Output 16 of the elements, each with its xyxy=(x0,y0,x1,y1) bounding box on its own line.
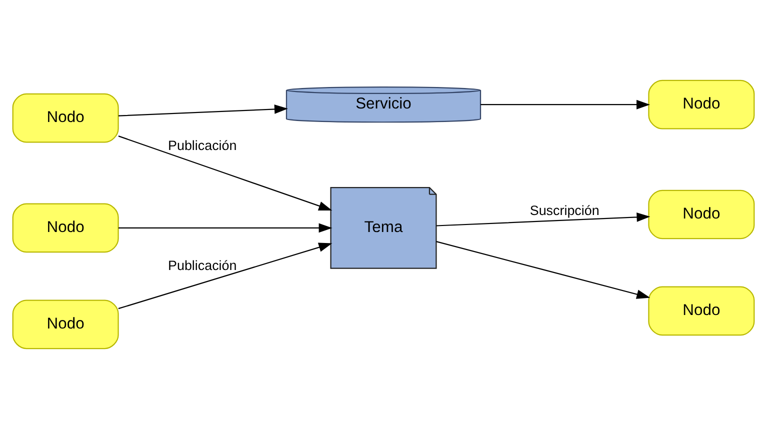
arrow xyxy=(118,136,332,210)
node-box: Nodo xyxy=(648,190,755,240)
arrow xyxy=(436,212,650,226)
edge-label: Suscripción xyxy=(530,203,600,218)
arrow xyxy=(118,223,332,233)
arrow xyxy=(436,241,650,299)
arrow xyxy=(118,242,332,310)
arrow xyxy=(118,104,288,116)
node-box: Nodo xyxy=(12,300,119,350)
arrow xyxy=(480,100,650,110)
node-box: Nodo xyxy=(12,203,119,253)
node-box: Nodo xyxy=(648,286,755,336)
node-box: Nodo xyxy=(648,80,755,130)
edge-label: Publicación xyxy=(168,138,237,154)
node-box: Nodo xyxy=(12,93,119,143)
edge-label: Publicación xyxy=(168,258,237,274)
